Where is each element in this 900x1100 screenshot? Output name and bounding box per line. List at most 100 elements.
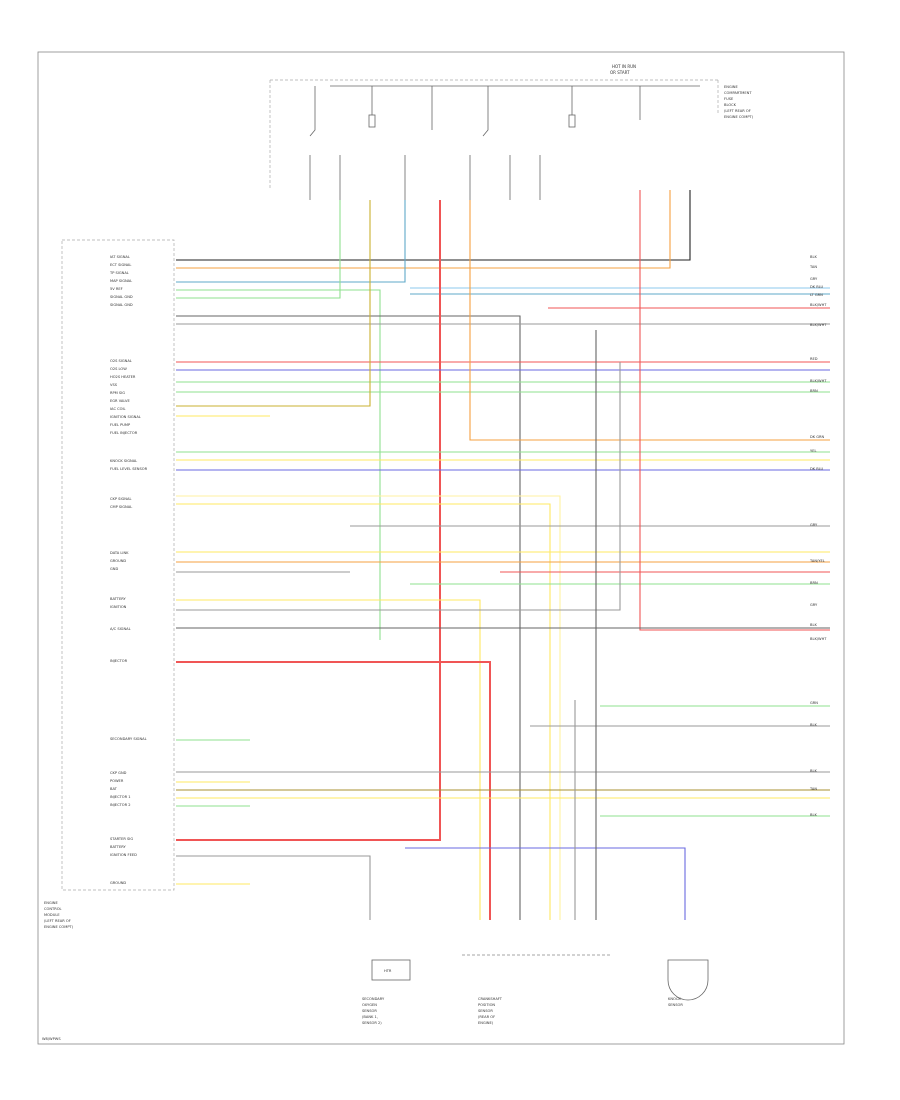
svg-text:SECONDARY: SECONDARY xyxy=(362,997,385,1001)
svg-text:SENSOR: SENSOR xyxy=(478,1009,493,1013)
svg-text:DK GRN: DK GRN xyxy=(810,435,825,439)
connector-top-label: HOT IN RUN xyxy=(612,64,636,69)
svg-text:ENGINE COMPT): ENGINE COMPT) xyxy=(724,115,754,119)
svg-text:INJECTOR 1: INJECTOR 1 xyxy=(110,795,131,799)
connector-top-label-2: OR START xyxy=(610,70,630,75)
svg-text:GROUND: GROUND xyxy=(110,881,126,885)
svg-text:IAT SIGNAL: IAT SIGNAL xyxy=(110,255,130,259)
svg-text:POWER: POWER xyxy=(110,779,124,783)
svg-text:CONTROL: CONTROL xyxy=(44,907,62,911)
svg-text:BLK: BLK xyxy=(810,813,817,817)
svg-text:ENGINE COMPT): ENGINE COMPT) xyxy=(44,925,74,929)
svg-text:SECONDARY SIGNAL: SECONDARY SIGNAL xyxy=(110,737,147,741)
svg-text:A/C SIGNAL: A/C SIGNAL xyxy=(110,627,131,631)
svg-text:MODULE: MODULE xyxy=(44,913,60,917)
svg-text:TAN: TAN xyxy=(809,265,817,269)
pcm-box xyxy=(61,239,175,891)
figure-id: W8/WPWS xyxy=(42,1037,61,1041)
wire-orange-1 xyxy=(469,200,830,441)
svg-text:SENSOR: SENSOR xyxy=(668,1003,683,1007)
wire-gray-5 xyxy=(176,362,621,611)
wire-gray-1 xyxy=(176,315,521,920)
svg-text:O2S SIGNAL: O2S SIGNAL xyxy=(110,359,132,363)
wires xyxy=(176,190,830,920)
svg-text:TAN: TAN xyxy=(809,787,817,791)
wire-yellow-7 xyxy=(176,599,481,920)
svg-text:IGNITION SIGNAL: IGNITION SIGNAL xyxy=(110,415,141,419)
svg-text:O2S LOW: O2S LOW xyxy=(110,367,127,371)
wire-teal xyxy=(176,200,406,283)
svg-text:MAP SIGNAL: MAP SIGNAL xyxy=(110,279,132,283)
wire-red-5 xyxy=(639,190,830,631)
svg-text:5V REF: 5V REF xyxy=(110,287,123,291)
wire-red-6 xyxy=(176,661,491,920)
svg-text:HO2S HEATER: HO2S HEATER xyxy=(110,375,136,379)
wire-black xyxy=(176,190,691,261)
svg-text:FUEL PUMP: FUEL PUMP xyxy=(110,423,131,427)
svg-text:GRY: GRY xyxy=(810,277,818,281)
svg-text:ENGINE: ENGINE xyxy=(724,85,738,89)
svg-text:OXYGEN: OXYGEN xyxy=(362,1003,377,1007)
fuse-block: HOT IN RUN OR START ENGINE COMPARTMENT F… xyxy=(269,64,754,200)
svg-text:ECT SIGNAL: ECT SIGNAL xyxy=(110,263,131,267)
svg-text:KNOCK: KNOCK xyxy=(668,997,681,1001)
svg-text:CRANKSHAFT: CRANKSHAFT xyxy=(478,997,503,1001)
wire-red-1 xyxy=(176,200,441,841)
svg-text:LT GRN: LT GRN xyxy=(810,293,823,297)
svg-text:BLK: BLK xyxy=(810,623,817,627)
svg-text:DK BLU: DK BLU xyxy=(810,467,824,471)
pin-label-column: IAT SIGNAL ECT SIGNAL TP SIGNAL MAP SIGN… xyxy=(109,255,148,885)
svg-text:POSITION: POSITION xyxy=(478,1003,495,1007)
wire-green-2 xyxy=(176,200,341,299)
svg-text:GRY: GRY xyxy=(810,523,818,527)
svg-text:(LEFT REAR OF: (LEFT REAR OF xyxy=(44,919,71,923)
svg-text:DK BLU: DK BLU xyxy=(810,285,824,289)
svg-text:STARTER SIG: STARTER SIG xyxy=(110,837,133,841)
svg-text:BLK/WHT: BLK/WHT xyxy=(810,303,827,307)
svg-text:BRN: BRN xyxy=(810,581,818,585)
svg-text:IGNITION FEED: IGNITION FEED xyxy=(110,853,137,857)
svg-text:INJECTOR 2: INJECTOR 2 xyxy=(110,803,131,807)
wire-gray-9 xyxy=(176,855,371,920)
svg-text:TAN/YEL: TAN/YEL xyxy=(809,559,825,563)
svg-text:BLK/WHT: BLK/WHT xyxy=(810,379,827,383)
svg-text:SENSOR: SENSOR xyxy=(362,1009,377,1013)
svg-text:FUEL INJECTOR: FUEL INJECTOR xyxy=(110,431,138,435)
bottom-components: HTR SECONDARY OXYGEN SENSOR (BANK 1, SEN… xyxy=(362,954,709,1025)
svg-text:RPM SIG: RPM SIG xyxy=(110,391,125,395)
svg-text:RED: RED xyxy=(810,357,818,361)
svg-text:SIGNAL GND: SIGNAL GND xyxy=(110,303,133,307)
svg-text:CKP GND: CKP GND xyxy=(110,771,127,775)
svg-text:BLK: BLK xyxy=(810,769,817,773)
svg-text:TP SIGNAL: TP SIGNAL xyxy=(109,271,129,275)
svg-text:BLK: BLK xyxy=(810,255,817,259)
svg-text:HTR: HTR xyxy=(384,969,392,973)
wire-yellow-1 xyxy=(176,200,371,407)
svg-text:(BANK 1,: (BANK 1, xyxy=(362,1015,378,1019)
svg-text:(REAR OF: (REAR OF xyxy=(478,1015,495,1019)
svg-text:BATTERY: BATTERY xyxy=(110,845,127,849)
svg-text:VSS: VSS xyxy=(110,383,118,387)
svg-text:GRN: GRN xyxy=(810,701,818,705)
right-wire-labels: BLK TAN GRY DK BLU LT GRN BLK/WHT BLK/WH… xyxy=(809,255,827,817)
svg-text:GRY: GRY xyxy=(810,603,818,607)
diagram-border xyxy=(37,51,845,1045)
blower-box xyxy=(371,959,411,981)
svg-text:BLK/WHT: BLK/WHT xyxy=(810,637,827,641)
svg-text:GROUND: GROUND xyxy=(110,559,126,563)
wire-yellow-5 xyxy=(176,495,561,920)
svg-text:YEL: YEL xyxy=(810,449,816,453)
svg-text:FUEL LEVEL SENSOR: FUEL LEVEL SENSOR xyxy=(110,467,148,471)
svg-text:BATTERY: BATTERY xyxy=(110,597,127,601)
svg-text:BRN: BRN xyxy=(810,389,818,393)
svg-text:FUSE: FUSE xyxy=(724,97,734,101)
svg-text:IAC COIL: IAC COIL xyxy=(110,407,126,411)
svg-text:INJECTOR: INJECTOR xyxy=(110,659,128,663)
svg-text:CMP SIGNAL: CMP SIGNAL xyxy=(110,505,132,509)
svg-text:CKP SIGNAL: CKP SIGNAL xyxy=(110,497,131,501)
svg-text:BLOCK: BLOCK xyxy=(724,103,737,107)
svg-text:COMPARTMENT: COMPARTMENT xyxy=(724,91,752,95)
svg-text:BLK: BLK xyxy=(810,723,817,727)
wire-green-1 xyxy=(176,289,381,640)
svg-text:DATA LINK: DATA LINK xyxy=(110,551,129,555)
